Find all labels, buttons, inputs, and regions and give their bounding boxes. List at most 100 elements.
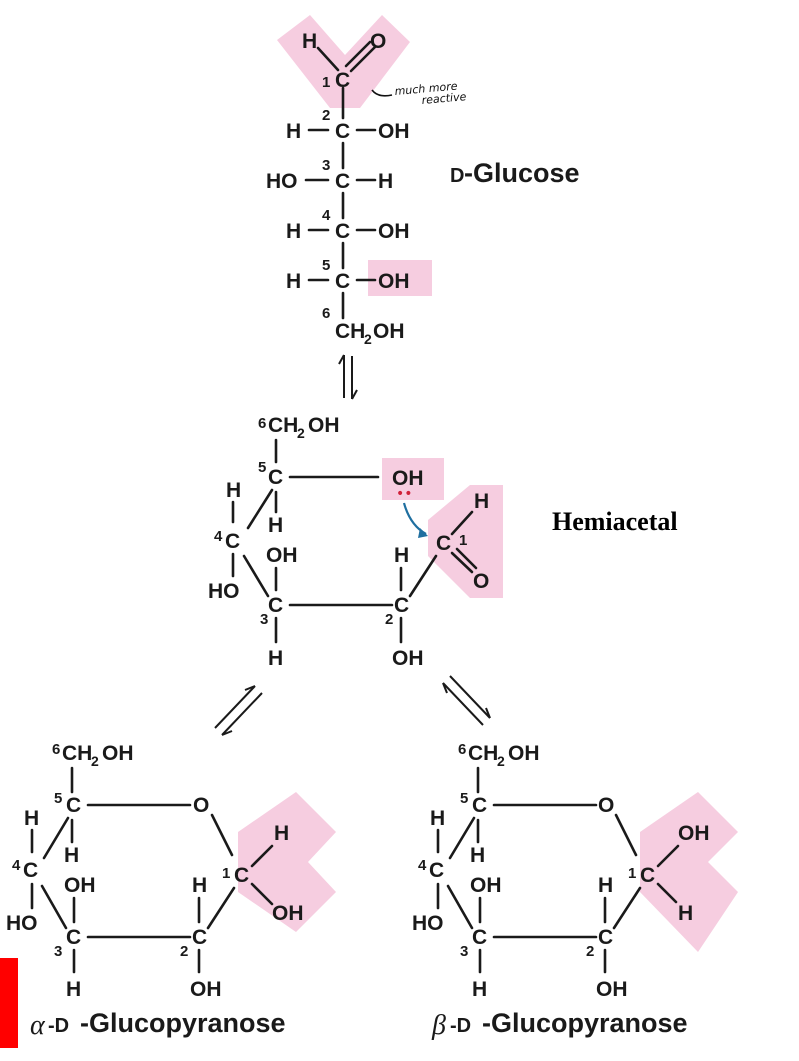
c3-ho-label: HO bbox=[266, 170, 298, 193]
h-oh-label: OH bbox=[392, 467, 424, 490]
h-c4-ho: HO bbox=[208, 580, 240, 603]
b-c1-number: 1 bbox=[628, 865, 636, 882]
alpha-glucopyranose: 6 CH 2 OH 5 C O H H 4 C HO OH C 3 H H C … bbox=[6, 741, 336, 1041]
b-c4-number: 4 bbox=[418, 857, 427, 874]
c1-number: 1 bbox=[322, 74, 330, 91]
b-c3-oh: OH bbox=[470, 874, 502, 897]
alpha-name: -Glucopyranose bbox=[80, 1008, 286, 1038]
annotation-line-1: much more bbox=[394, 80, 458, 98]
b-c1-oh: OH bbox=[678, 822, 710, 845]
c4-number: 4 bbox=[322, 207, 331, 224]
c5-number: 5 bbox=[322, 257, 330, 274]
c6-oh-label: OH bbox=[373, 320, 405, 343]
a-c1-h: H bbox=[274, 822, 289, 845]
beta-glucopyranose: 6 CH 2 OH 5 C O H H 4 C HO OH C 3 H H C … bbox=[412, 741, 738, 1041]
annotation-tick bbox=[371, 89, 393, 97]
alpha-anomeric-highlight bbox=[238, 792, 336, 932]
open-chain-glucose: H O 1 C 2 H C OH 3 HO C H 4 H C OH 5 H C… bbox=[266, 15, 580, 347]
annotation-line-2: reactive bbox=[421, 90, 467, 107]
equilibrium-arrow-beta bbox=[442, 675, 491, 726]
b-c6-ch: CH bbox=[468, 742, 498, 765]
h-c4-number: 4 bbox=[214, 528, 223, 545]
c1-o-label: O bbox=[370, 30, 386, 53]
c5-carbon: C bbox=[335, 270, 350, 293]
b-c6-number: 6 bbox=[458, 741, 466, 758]
c3-h-label: H bbox=[378, 170, 393, 193]
c2-h-label: H bbox=[286, 120, 301, 143]
red-marker bbox=[0, 958, 18, 1048]
b-c3-carbon: C bbox=[472, 926, 487, 949]
c5-h-label: H bbox=[286, 270, 301, 293]
b-c3-h: H bbox=[472, 978, 487, 1001]
a-c1-carbon: C bbox=[234, 864, 249, 887]
a-c6-number: 6 bbox=[52, 741, 60, 758]
aldehyde-highlight-2 bbox=[428, 485, 503, 598]
a-c2-oh: OH bbox=[190, 978, 222, 1001]
h-c2-carbon: C bbox=[394, 594, 409, 617]
hemiacetal-structure: 6 CH 2 OH 5 C OH •• H H 4 C HO OH C 3 H … bbox=[208, 414, 678, 670]
b-ring-o: O bbox=[598, 794, 614, 817]
b-c1-h: H bbox=[678, 902, 693, 925]
b-c4-ho: HO bbox=[412, 912, 444, 935]
a-c5-h-upper: H bbox=[24, 807, 39, 830]
c4-carbon: C bbox=[335, 220, 350, 243]
beta-anomeric-highlight bbox=[640, 792, 738, 952]
a-c5-carbon: C bbox=[66, 794, 81, 817]
h-c6-number: 6 bbox=[258, 415, 266, 432]
h-c5-h-lower: H bbox=[268, 514, 283, 537]
beta-name: -Glucopyranose bbox=[482, 1008, 688, 1038]
lone-pair: •• bbox=[396, 486, 413, 502]
a-c3-h: H bbox=[66, 978, 81, 1001]
c2-number: 2 bbox=[322, 107, 330, 124]
a-c4-carbon: C bbox=[23, 859, 38, 882]
c2-carbon: C bbox=[335, 120, 350, 143]
h-c5-carbon: C bbox=[268, 466, 283, 489]
c3-carbon: C bbox=[335, 170, 350, 193]
a-c3-carbon: C bbox=[66, 926, 81, 949]
a-c6-ch: CH bbox=[62, 742, 92, 765]
alpha-greek: α bbox=[30, 1010, 46, 1041]
b-c4-carbon: C bbox=[429, 859, 444, 882]
alpha-prefix: -D bbox=[48, 1015, 69, 1037]
h-c3-number: 3 bbox=[260, 611, 268, 628]
a-c3-oh: OH bbox=[64, 874, 96, 897]
c6-number: 6 bbox=[322, 305, 330, 322]
c2-oh-label: OH bbox=[378, 120, 410, 143]
b-c5-h-lower: H bbox=[470, 844, 485, 867]
b-c5-h-upper: H bbox=[430, 807, 445, 830]
h-c3-carbon: C bbox=[268, 594, 283, 617]
a-c2-carbon: C bbox=[192, 926, 207, 949]
c4-oh-label: OH bbox=[378, 220, 410, 243]
h-c2-h: H bbox=[394, 544, 409, 567]
a-c4-ho: HO bbox=[6, 912, 38, 935]
arrow-head bbox=[418, 528, 428, 538]
a-c5-number: 5 bbox=[54, 790, 62, 807]
c1-h-label: H bbox=[302, 30, 317, 53]
c1-carbon: C bbox=[335, 69, 350, 92]
h-c2-oh: OH bbox=[392, 647, 424, 670]
a-c2-number: 2 bbox=[180, 943, 188, 960]
a-c1-oh: OH bbox=[272, 902, 304, 925]
glucose-name-main: -Glucose bbox=[464, 158, 580, 188]
a-c6-sub: 2 bbox=[91, 753, 99, 769]
b-c5-carbon: C bbox=[472, 794, 487, 817]
glucose-name-prefix: D bbox=[450, 165, 464, 187]
c6-subscript: 2 bbox=[364, 331, 372, 347]
a-ring-o: O bbox=[193, 794, 209, 817]
h-c5-number: 5 bbox=[258, 459, 266, 476]
beta-greek: β bbox=[431, 1010, 446, 1041]
beta-prefix: -D bbox=[450, 1015, 471, 1037]
b-c1-carbon: C bbox=[640, 864, 655, 887]
c5-oh-label: OH bbox=[378, 270, 410, 293]
h-c6-sub: 2 bbox=[297, 425, 305, 441]
hemiacetal-label: Hemiacetal bbox=[552, 507, 678, 536]
h-c3-oh: OH bbox=[266, 544, 298, 567]
c5-oh-highlight bbox=[368, 260, 432, 296]
oh-highlight bbox=[382, 458, 444, 500]
h-c6-oh: OH bbox=[308, 414, 340, 437]
b-c2-carbon: C bbox=[598, 926, 613, 949]
h-c6-ch: CH bbox=[268, 414, 298, 437]
b-c2-h: H bbox=[598, 874, 613, 897]
h-c2-number: 2 bbox=[385, 611, 393, 628]
